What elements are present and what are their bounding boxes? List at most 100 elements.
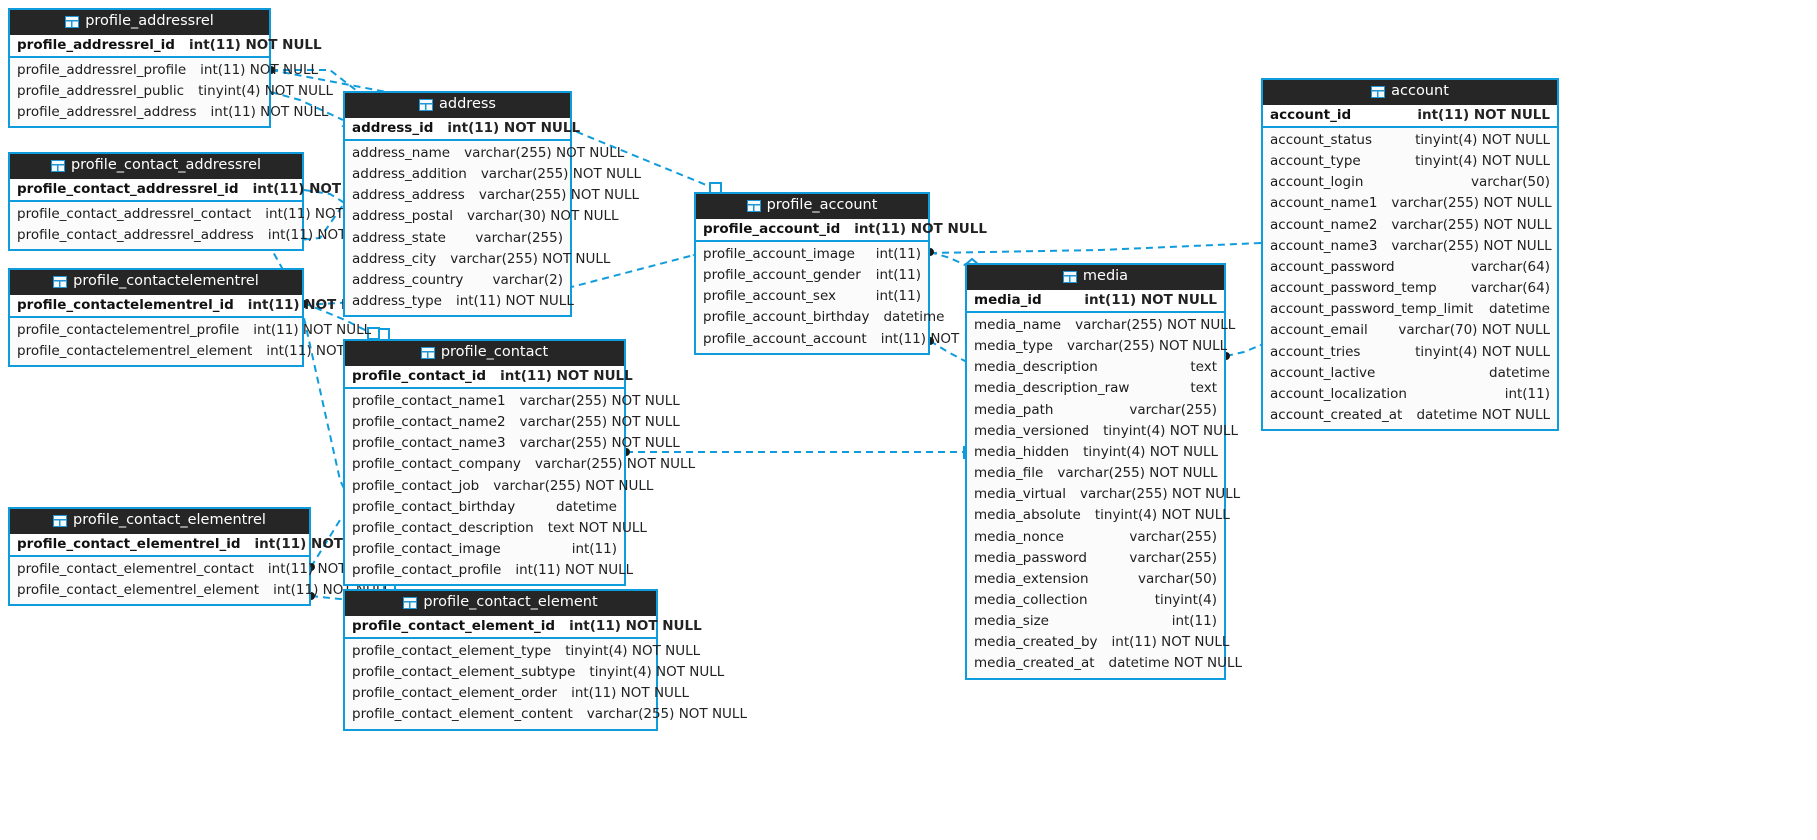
column-type: varchar(64)	[1470, 258, 1550, 275]
column-name: profile_contact_image	[352, 541, 501, 558]
table-icon	[403, 596, 418, 609]
column-name: profile_account_id	[703, 220, 841, 237]
column-row: media_collection tinyint(4)	[967, 590, 1224, 611]
table-profile_contact_addressrel[interactable]: profile_contact_addressrel profile_conta…	[8, 152, 386, 252]
column-name: media_created_at	[974, 655, 1095, 672]
column-name: media_size	[974, 613, 1049, 630]
column-type: int(11)	[1504, 385, 1550, 402]
column-type: varchar(255) NOT NULL	[519, 392, 680, 409]
column-type: tinyint(4)	[1154, 591, 1217, 608]
column-name: profile_account_image	[703, 245, 855, 262]
column-type: tinyint(4) NOT NULL	[1415, 131, 1550, 148]
table-profile_contactelementrel[interactable]: profile_contactelementrel profile_contac…	[8, 268, 384, 368]
table-header: profile_account	[696, 194, 928, 219]
column-name: profile_contact_element_type	[352, 642, 552, 659]
column-type: varchar(255) NOT NULL	[478, 187, 640, 204]
column-type: varchar(255) NOT NULL	[464, 144, 625, 161]
column-type: varchar(255) NOT NULL	[1391, 216, 1552, 233]
table-icon	[65, 15, 80, 28]
table-title: profile_contact_addressrel	[70, 157, 262, 173]
column-type: datetime	[556, 498, 617, 515]
column-name: account_lactive	[1270, 364, 1376, 381]
primary-key-row: profile_contact_id int(11) NOT NULL	[345, 365, 633, 389]
primary-key-row: profile_contact_elementrel_id int(11) NO…	[10, 533, 387, 557]
column-name: profile_contact_element_id	[352, 617, 556, 634]
column-name: account_status	[1270, 131, 1373, 148]
column-name: address_id	[352, 119, 434, 136]
table-header: address	[345, 93, 570, 118]
column-name: media_password	[974, 549, 1087, 566]
table-header: profile_contact_elementrel	[10, 509, 309, 534]
column-type: varchar(50)	[1470, 174, 1550, 191]
table-profile_contact_element[interactable]: profile_contact_element profile_contact_…	[343, 589, 747, 731]
table-title: address	[439, 96, 496, 112]
column-name: profile_contact_name2	[352, 414, 506, 431]
column-type: int(11) NOT NULL	[1084, 291, 1217, 308]
link-profile_account-media	[929, 251, 966, 266]
column-name: profile_contact_description	[352, 519, 534, 536]
column-name: media_created_by	[974, 634, 1098, 651]
table-profile_account[interactable]: profile_account profile_account_id int(1…	[694, 192, 999, 355]
column-name: profile_contact_id	[352, 367, 487, 384]
column-type: int(11) NOT NULL	[447, 119, 581, 136]
column-name: media_extension	[974, 570, 1089, 587]
column-name: media_id	[974, 291, 1042, 308]
column-name: media_file	[974, 465, 1044, 482]
table-account[interactable]: account account_id int(11) NOT NULL acco…	[1261, 78, 1559, 432]
table-media[interactable]: media media_id int(11) NOT NULL media_na…	[965, 263, 1242, 680]
table-profile_addressrel[interactable]: profile_addressrel profile_addressrel_id…	[8, 8, 333, 129]
column-name: media_path	[974, 401, 1054, 418]
column-type: varchar(2)	[492, 271, 563, 288]
column-name: media_hidden	[974, 443, 1070, 460]
table-header: profile_addressrel	[10, 10, 269, 35]
column-type: varchar(255) NOT NULL	[1066, 338, 1228, 355]
column-name: media_versioned	[974, 422, 1090, 439]
column-name: profile_contact_element_subtype	[352, 664, 576, 681]
column-name: profile_contact_elementrel_element	[17, 582, 260, 599]
column-name: account_name1	[1270, 195, 1378, 212]
column-type: datetime NOT NULL	[1108, 655, 1243, 672]
column-name: profile_account_account	[703, 330, 867, 347]
table-profile_contact[interactable]: profile_contact profile_contact_id int(1…	[343, 339, 695, 587]
column-type: tinyint(4) NOT NULL	[1083, 443, 1218, 460]
column-name: address_country	[352, 271, 464, 288]
column-name: account_password_temp	[1270, 280, 1437, 297]
column-row: media_created_at datetime NOT NULL	[967, 653, 1242, 674]
table-icon	[50, 159, 65, 172]
column-name: media_collection	[974, 591, 1088, 608]
primary-key-row: profile_addressrel_id int(11) NOT NULL	[10, 34, 322, 58]
table-icon	[53, 275, 68, 288]
column-row: address_country varchar(2)	[345, 270, 570, 291]
table-profile_contact_elementrel[interactable]: profile_contact_elementrel profile_conta…	[8, 507, 391, 607]
column-type: varchar(255) NOT NULL	[493, 477, 654, 494]
column-name: media_absolute	[974, 507, 1081, 524]
table-title: profile_account	[766, 197, 878, 213]
column-name: profile_addressrel_public	[17, 83, 185, 100]
table-address[interactable]: address address_id int(11) NOT NULL addr…	[343, 91, 641, 318]
column-type: tinyint(4) NOT NULL	[1415, 153, 1550, 170]
column-type: varchar(255)	[1129, 401, 1217, 418]
column-type: int(11) NOT NULL	[1417, 106, 1550, 123]
